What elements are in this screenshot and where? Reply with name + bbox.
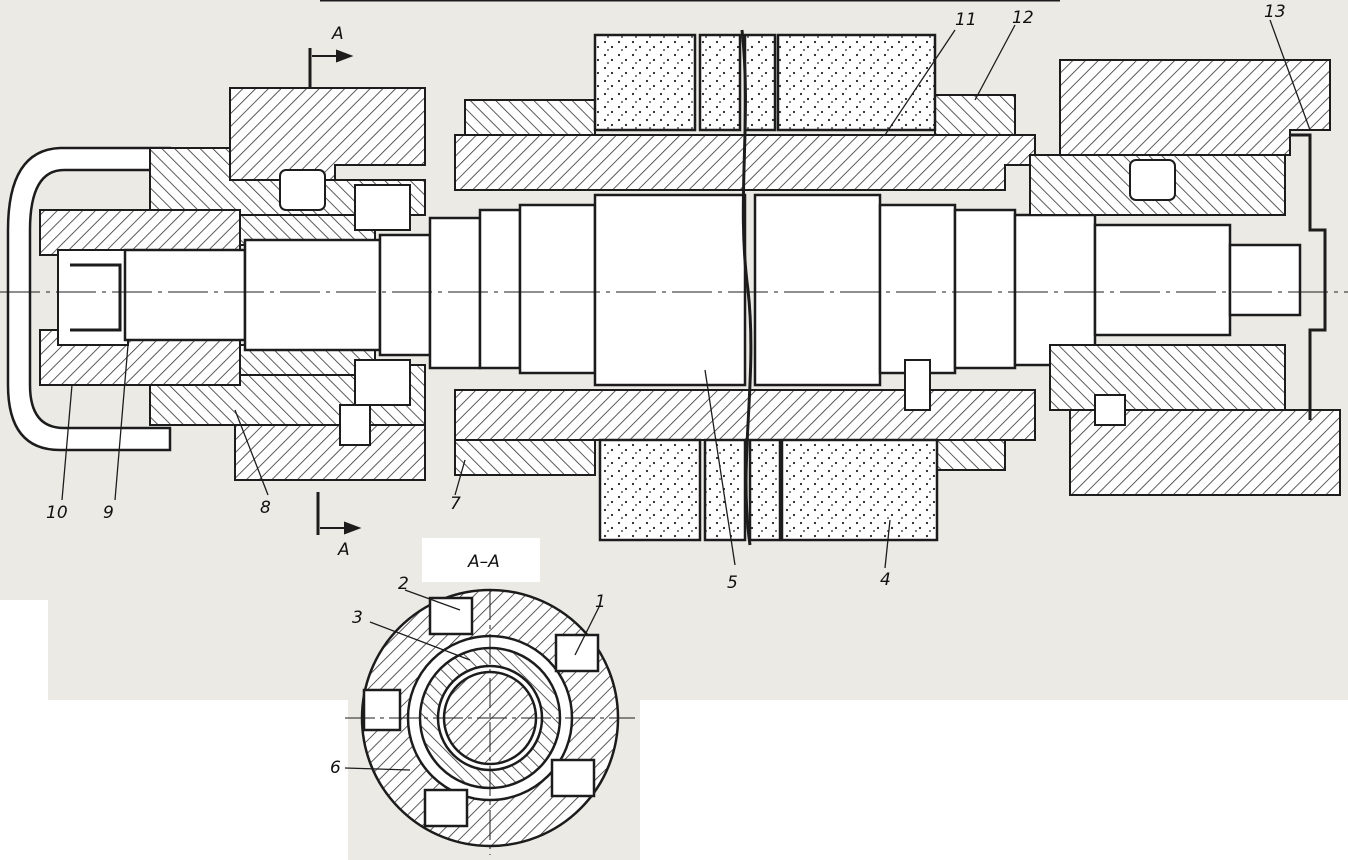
callout-9: 9 (103, 503, 114, 523)
section-mark-bottom (316, 492, 362, 535)
break-line (740, 29, 753, 546)
callout-4: 4 (880, 570, 891, 590)
callout-6: 6 (330, 758, 341, 778)
callout-1: 1 (595, 592, 606, 612)
callout-11: 11 (955, 10, 977, 30)
callout-8: 8 (260, 498, 271, 518)
callout-7: 7 (450, 494, 461, 514)
section-view-label: A–A (468, 552, 500, 572)
end-cover (6, 146, 172, 452)
grinding-wheel (593, 33, 939, 542)
section-mark-top (308, 48, 354, 88)
right-housing (1029, 59, 1341, 496)
callout-10: 10 (46, 503, 68, 523)
spindle-shaft (123, 193, 1302, 387)
leader-lines (61, 19, 1311, 771)
callout-13: 13 (1264, 2, 1286, 22)
callout-5: 5 (727, 573, 738, 593)
callout-2: 2 (398, 574, 409, 594)
section-letter-top: A (332, 24, 344, 44)
section-letter-bottom: A (338, 540, 350, 560)
callout-3: 3 (352, 608, 363, 628)
section-view (345, 588, 635, 855)
callout-12: 12 (1012, 8, 1034, 28)
wheel-hub (454, 94, 1036, 476)
